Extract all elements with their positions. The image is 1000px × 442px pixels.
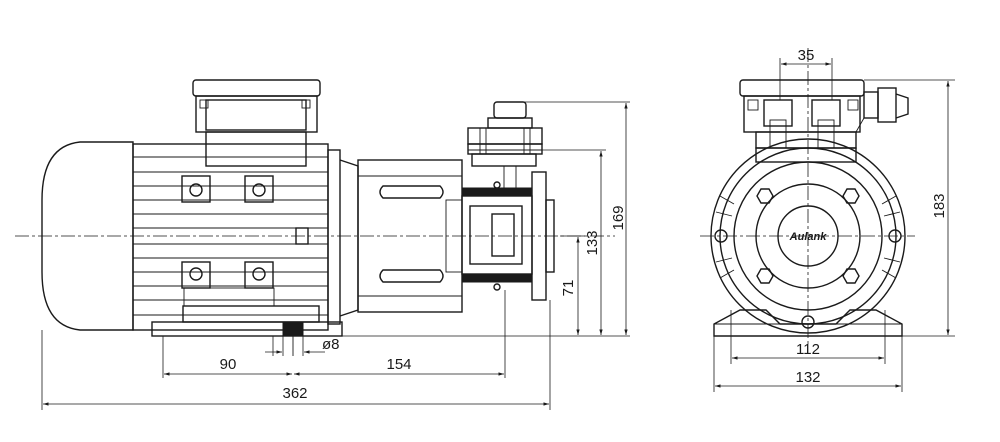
dim-outlet-height: 169 xyxy=(610,205,627,230)
pump-head xyxy=(461,171,555,301)
side-view: 169 133 71 ø8 90 154 362 xyxy=(15,79,630,410)
dim-base-offset: 90 xyxy=(220,356,237,373)
brand-logo-text: Aulank xyxy=(789,231,828,243)
dim-shaft-height: 133 xyxy=(584,230,601,255)
dim-foot-to-outlet: 154 xyxy=(386,356,411,373)
dim-foot-span-inner: 112 xyxy=(796,341,820,358)
terminal-box xyxy=(192,79,321,167)
end-view: Aulank 35 183 112 132 xyxy=(700,47,955,392)
dim-overall-height: 183 xyxy=(931,193,948,218)
dim-terminal-width: 35 xyxy=(798,47,815,64)
dim-inlet-height: 71 xyxy=(560,280,577,297)
motor-clamps xyxy=(181,175,275,307)
motor-feet xyxy=(151,305,343,356)
motor-body xyxy=(132,143,359,331)
outlet-nozzle xyxy=(467,101,543,188)
dim-foot-span-outer: 132 xyxy=(795,369,820,386)
dim-bolt-hole: ø8 xyxy=(322,336,340,353)
dim-overall-length: 362 xyxy=(282,385,307,402)
